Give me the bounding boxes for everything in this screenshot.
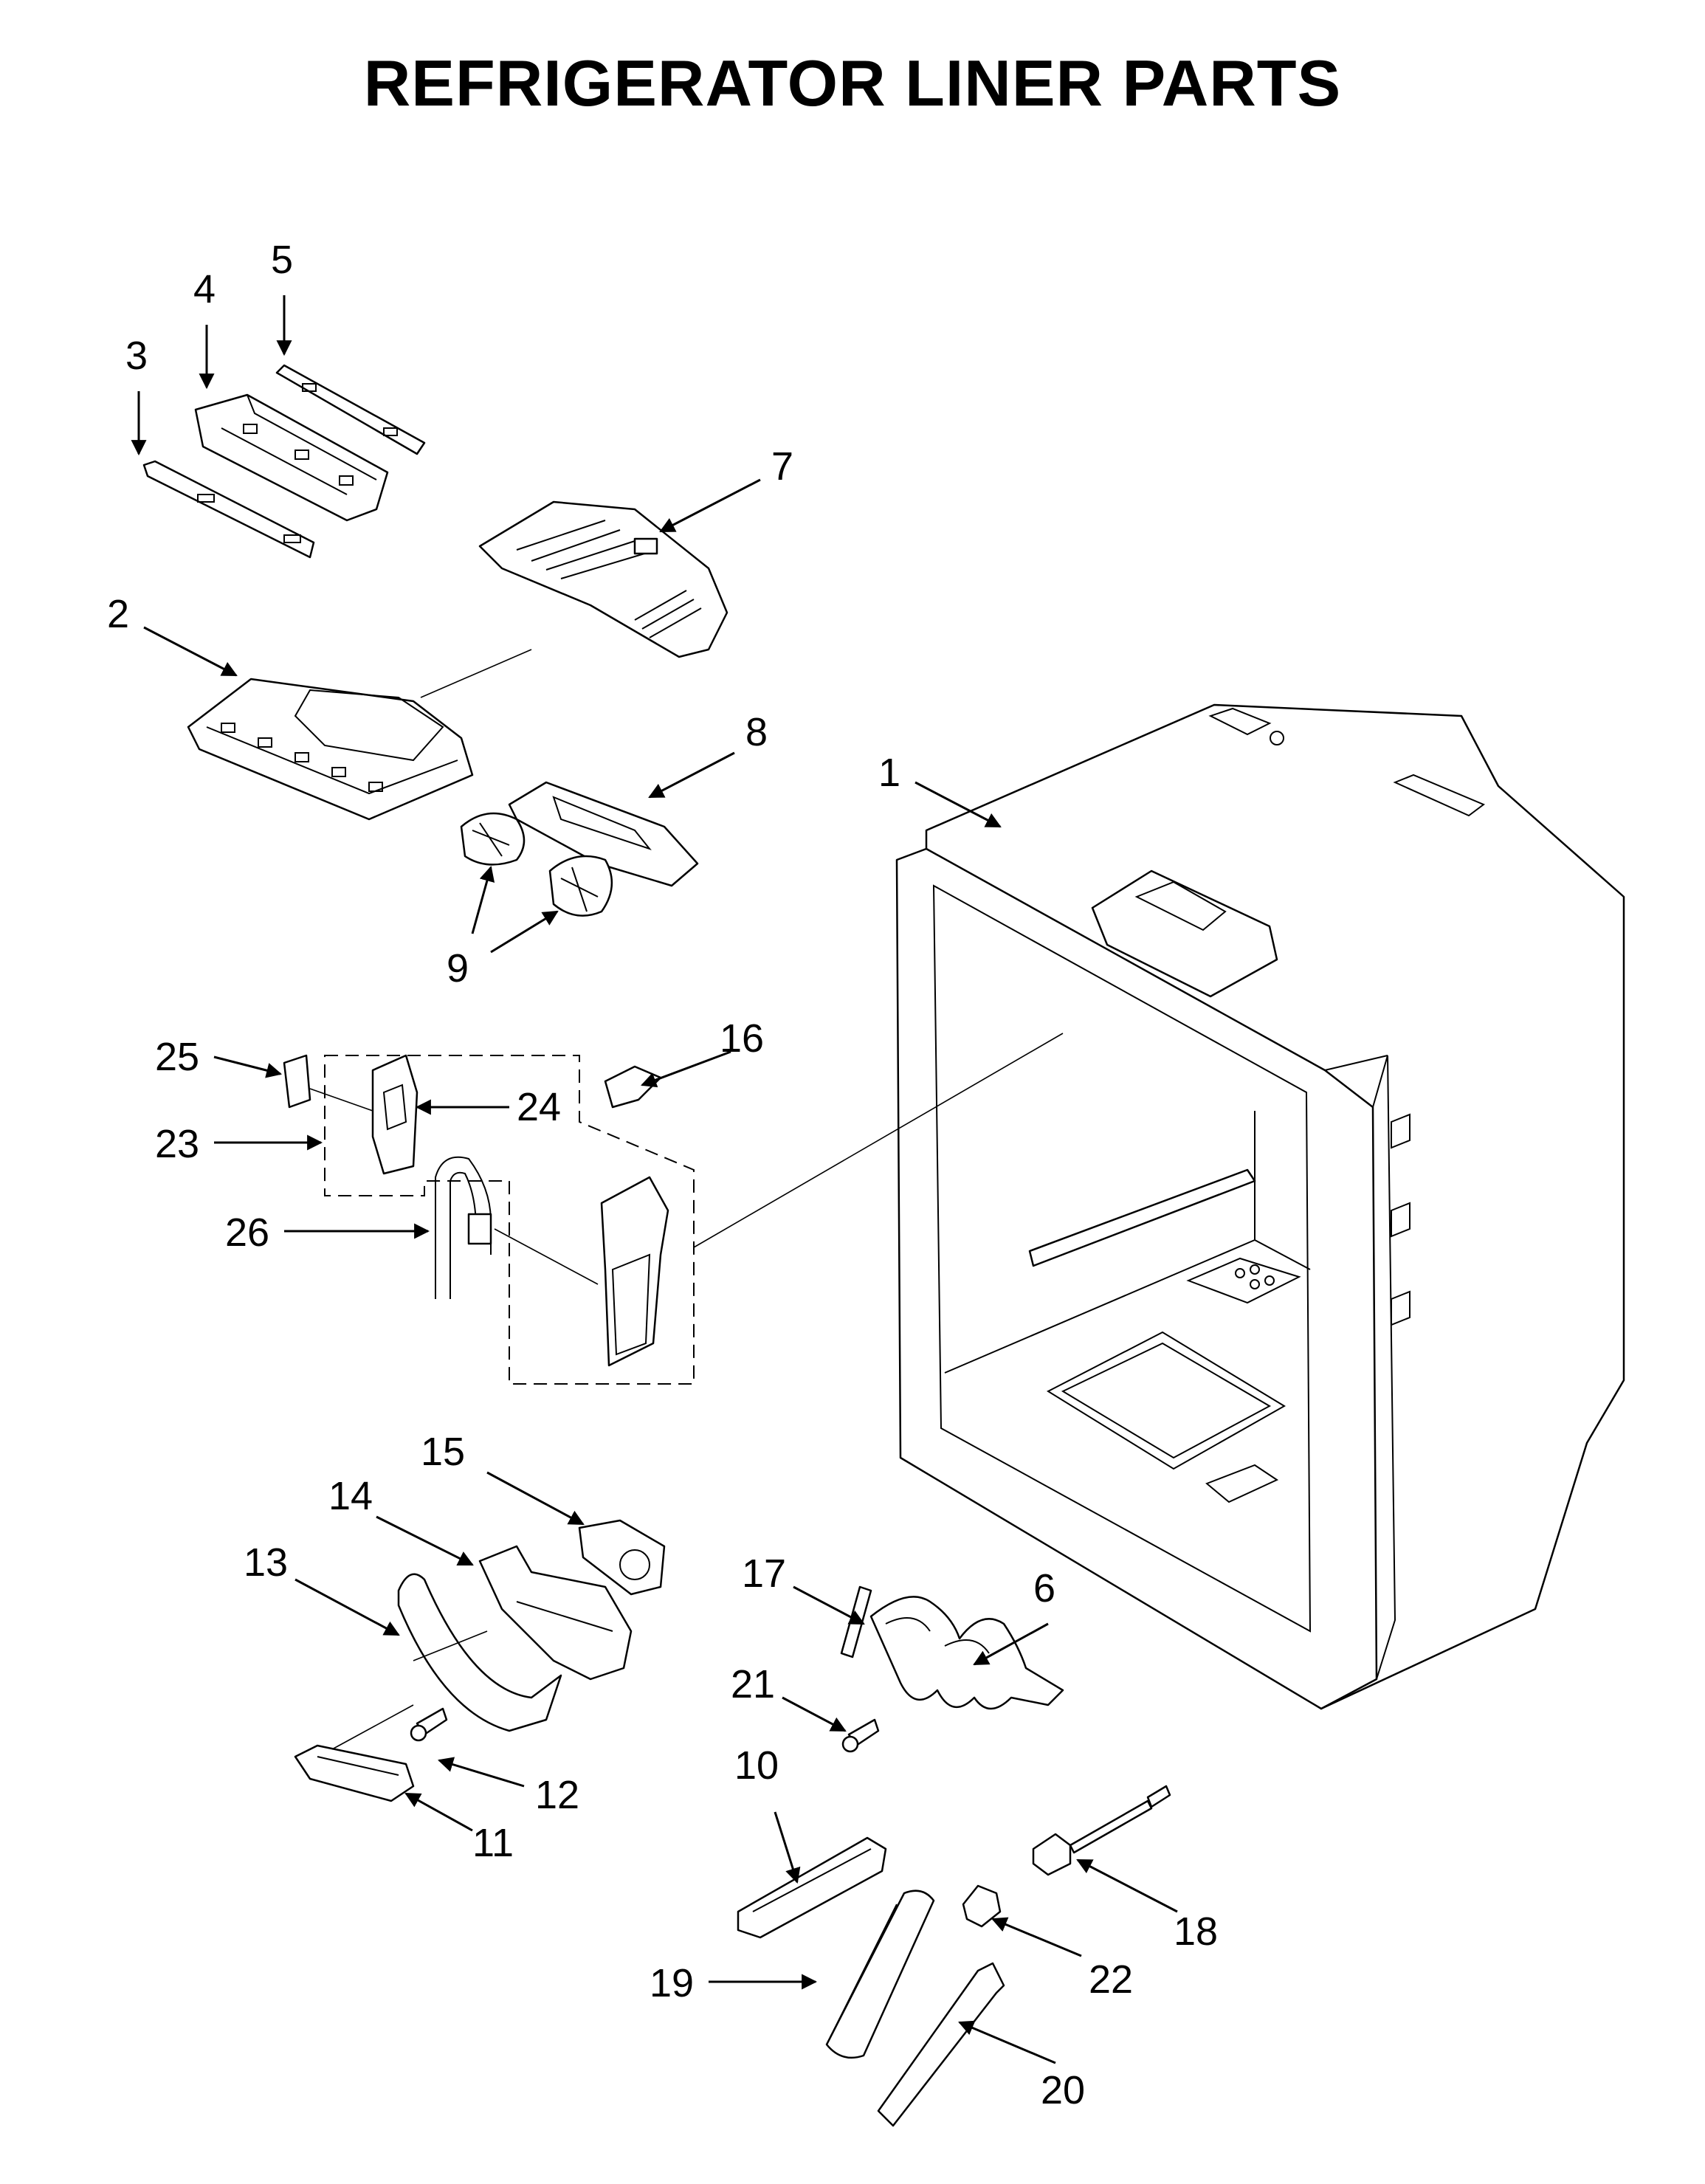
- part-25-module[interactable]: [283, 1054, 311, 1109]
- part-22-cap[interactable]: [962, 1884, 1002, 1928]
- callout-13: 13: [244, 1540, 288, 1585]
- callout-6: 6: [1033, 1566, 1055, 1611]
- part-15-motor[interactable]: [578, 1519, 666, 1596]
- callout-10: 10: [734, 1743, 779, 1788]
- callout-labels: 1 2 3 4 5 6 7 8 9 10 11 12 13 14 15 16 1…: [107, 238, 1218, 2112]
- callout-21: 21: [731, 1662, 775, 1706]
- part-4-control-bracket[interactable]: [194, 393, 389, 522]
- callout-20: 20: [1041, 2068, 1085, 2112]
- part-16-clip[interactable]: [604, 1065, 662, 1109]
- part-21-screw[interactable]: [841, 1718, 880, 1753]
- part-5-bracket[interactable]: [275, 364, 426, 455]
- part-3-bar[interactable]: [142, 460, 315, 559]
- part-13-bin-front[interactable]: [397, 1573, 562, 1732]
- part-24-housing[interactable]: [371, 1054, 418, 1175]
- part-2-control-housing[interactable]: [187, 678, 474, 821]
- group-boundary: [324, 1055, 695, 1385]
- part-11-trim[interactable]: [294, 1744, 415, 1802]
- callout-4: 4: [193, 267, 216, 311]
- part-17-pin[interactable]: [840, 1585, 872, 1658]
- part-14-bin[interactable]: [478, 1545, 633, 1681]
- dispenser-housing[interactable]: [600, 1176, 669, 1367]
- part-7-cover[interactable]: [478, 500, 728, 658]
- callout-26: 26: [225, 1210, 269, 1255]
- callout-19: 19: [650, 1961, 694, 2005]
- callout-16: 16: [720, 1016, 764, 1061]
- callout-12: 12: [535, 1773, 579, 1817]
- callout-18: 18: [1174, 1909, 1218, 1954]
- callout-17: 17: [742, 1551, 786, 1596]
- part-12-screw[interactable]: [410, 1707, 448, 1742]
- page-title: REFRIGERATOR LINER PARTS: [363, 46, 1342, 120]
- callout-22: 22: [1089, 1957, 1133, 2002]
- callout-15: 15: [421, 1430, 465, 1474]
- callout-11: 11: [472, 1821, 514, 1865]
- callout-5: 5: [271, 238, 293, 282]
- callout-arrows: [131, 295, 1178, 2064]
- part-9-fan-assemblies[interactable]: [460, 812, 613, 917]
- callout-9: 9: [447, 946, 469, 991]
- part-26-water-tube[interactable]: [435, 1156, 492, 1299]
- callout-14: 14: [328, 1474, 373, 1518]
- part-1-liner[interactable]: [895, 703, 1625, 1710]
- callout-2: 2: [107, 592, 129, 636]
- callout-25: 25: [155, 1035, 199, 1079]
- part-8-damper[interactable]: [508, 781, 699, 887]
- part-6-heater[interactable]: [869, 1596, 1064, 1710]
- callout-8: 8: [745, 710, 768, 754]
- part-18-valve[interactable]: [1032, 1785, 1171, 1876]
- callout-3: 3: [125, 334, 148, 378]
- part-10-filter-housing[interactable]: [737, 1836, 887, 1939]
- part-19-filter[interactable]: [825, 1890, 935, 2059]
- callout-1: 1: [878, 751, 900, 795]
- callout-7: 7: [771, 444, 793, 489]
- callout-24: 24: [517, 1085, 561, 1129]
- part-20-wrench[interactable]: [877, 1962, 1005, 2127]
- callout-23: 23: [155, 1122, 199, 1166]
